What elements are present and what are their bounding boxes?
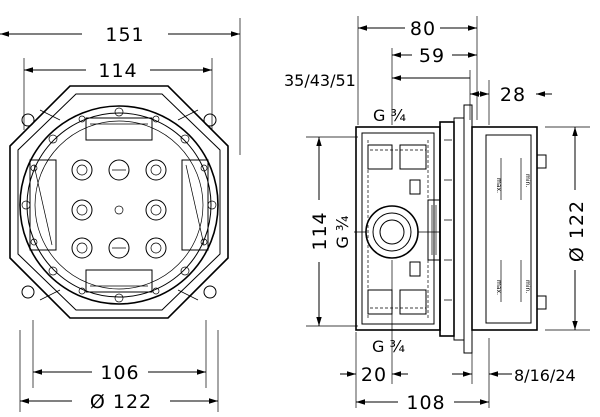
- dim-151-text: 151: [105, 24, 144, 46]
- dim-106-text: 106: [100, 362, 139, 384]
- dim-diameter-side-text: Ø 122: [566, 200, 588, 262]
- dimension-plaster-options: 8/16/24: [452, 332, 576, 408]
- thread-top-label: G ¾: [373, 106, 406, 125]
- dimension-151: 151: [0, 18, 241, 155]
- dim-80-text: 80: [410, 18, 436, 40]
- label-min-top: min.: [524, 174, 531, 187]
- thread-bottom-label: G ¾: [372, 337, 405, 356]
- side-view: 80 59 35/43/51 28 G ¾ 114: [284, 16, 590, 414]
- dim-depth-text: 35/43/51: [284, 71, 356, 90]
- installation-box-side: max. min. max. min.: [354, 104, 547, 354]
- dimension-108: 108: [356, 392, 489, 414]
- label-max-bottom: max.: [495, 280, 502, 295]
- installation-box-front: [9, 85, 229, 319]
- dimension-depth-options: 35/43/51: [284, 48, 471, 125]
- dim-28-text: 28: [500, 84, 526, 106]
- dimension-28: 28: [470, 80, 552, 125]
- dim-20-text: 20: [361, 364, 387, 386]
- dimension-20: 20: [340, 260, 408, 408]
- dimension-114-front: 114: [23, 58, 213, 130]
- dim-diameter-front-text: Ø 122: [90, 391, 152, 413]
- port-grid: [71, 159, 167, 259]
- dimension-diameter-front: Ø 122: [19, 330, 219, 413]
- dimension-80: 80: [357, 16, 477, 125]
- dim-114-text: 114: [98, 60, 137, 82]
- dimension-106: 106: [32, 320, 207, 388]
- label-max-top: max.: [495, 178, 502, 193]
- dimension-59: 59: [392, 16, 478, 120]
- label-min-bottom: min.: [524, 280, 531, 293]
- dim-plaster-text: 8/16/24: [514, 366, 576, 385]
- front-view: 151 114: [0, 18, 241, 413]
- thread-mid-label: G ¾: [333, 216, 352, 249]
- dim-114-side-text: 114: [309, 211, 331, 250]
- bolt-ring: [21, 107, 217, 303]
- dimension-114-side: 114: [306, 136, 358, 327]
- dim-108-text: 108: [406, 392, 445, 414]
- dimension-diameter-side: Ø 122: [545, 126, 590, 331]
- dim-59-text: 59: [419, 45, 445, 67]
